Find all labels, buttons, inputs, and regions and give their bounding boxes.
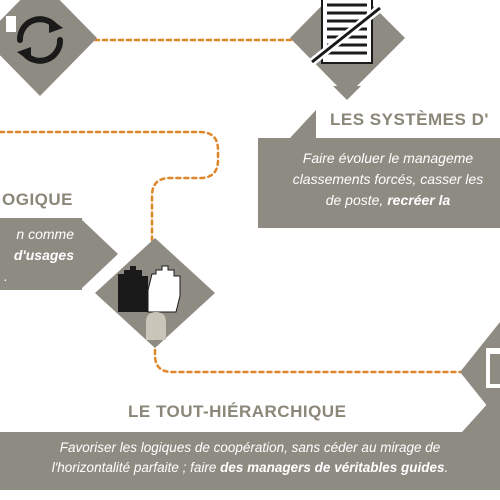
systemes-line-3: de poste, recréer la <box>325 192 451 208</box>
hierarchique-line-1: Favoriser les logiques de coopération, s… <box>59 440 441 455</box>
systemes-line-2: classements forcés, casser les <box>292 171 484 187</box>
partial-icon <box>486 348 500 388</box>
logique-line-2: d'usages <box>13 247 74 263</box>
hierarchique-line-2: l'horizontalité parfaite ; faire des man… <box>51 460 449 476</box>
logique-line-1: n comme <box>16 226 74 242</box>
heading-hierarchique: LE TOUT-HIÉRARCHIQUE <box>128 402 347 421</box>
heading-systemes: LES SYSTÈMES D' <box>330 110 489 129</box>
panel-hierarchique: Favoriser les logiques de coopération, s… <box>0 432 500 490</box>
panel-logique: n comme d'usages . <box>0 218 82 290</box>
panel-systemes: Faire évoluer le manageme classements fo… <box>258 138 500 228</box>
logique-line-3: . <box>4 268 8 284</box>
heading-logique: OGIQUE <box>2 190 74 209</box>
diamond-pointer <box>333 86 361 100</box>
document-crossed-icon <box>309 0 383 66</box>
raised-hands-icon <box>118 265 181 340</box>
systemes-line-1: Faire évoluer le manageme <box>302 150 474 166</box>
